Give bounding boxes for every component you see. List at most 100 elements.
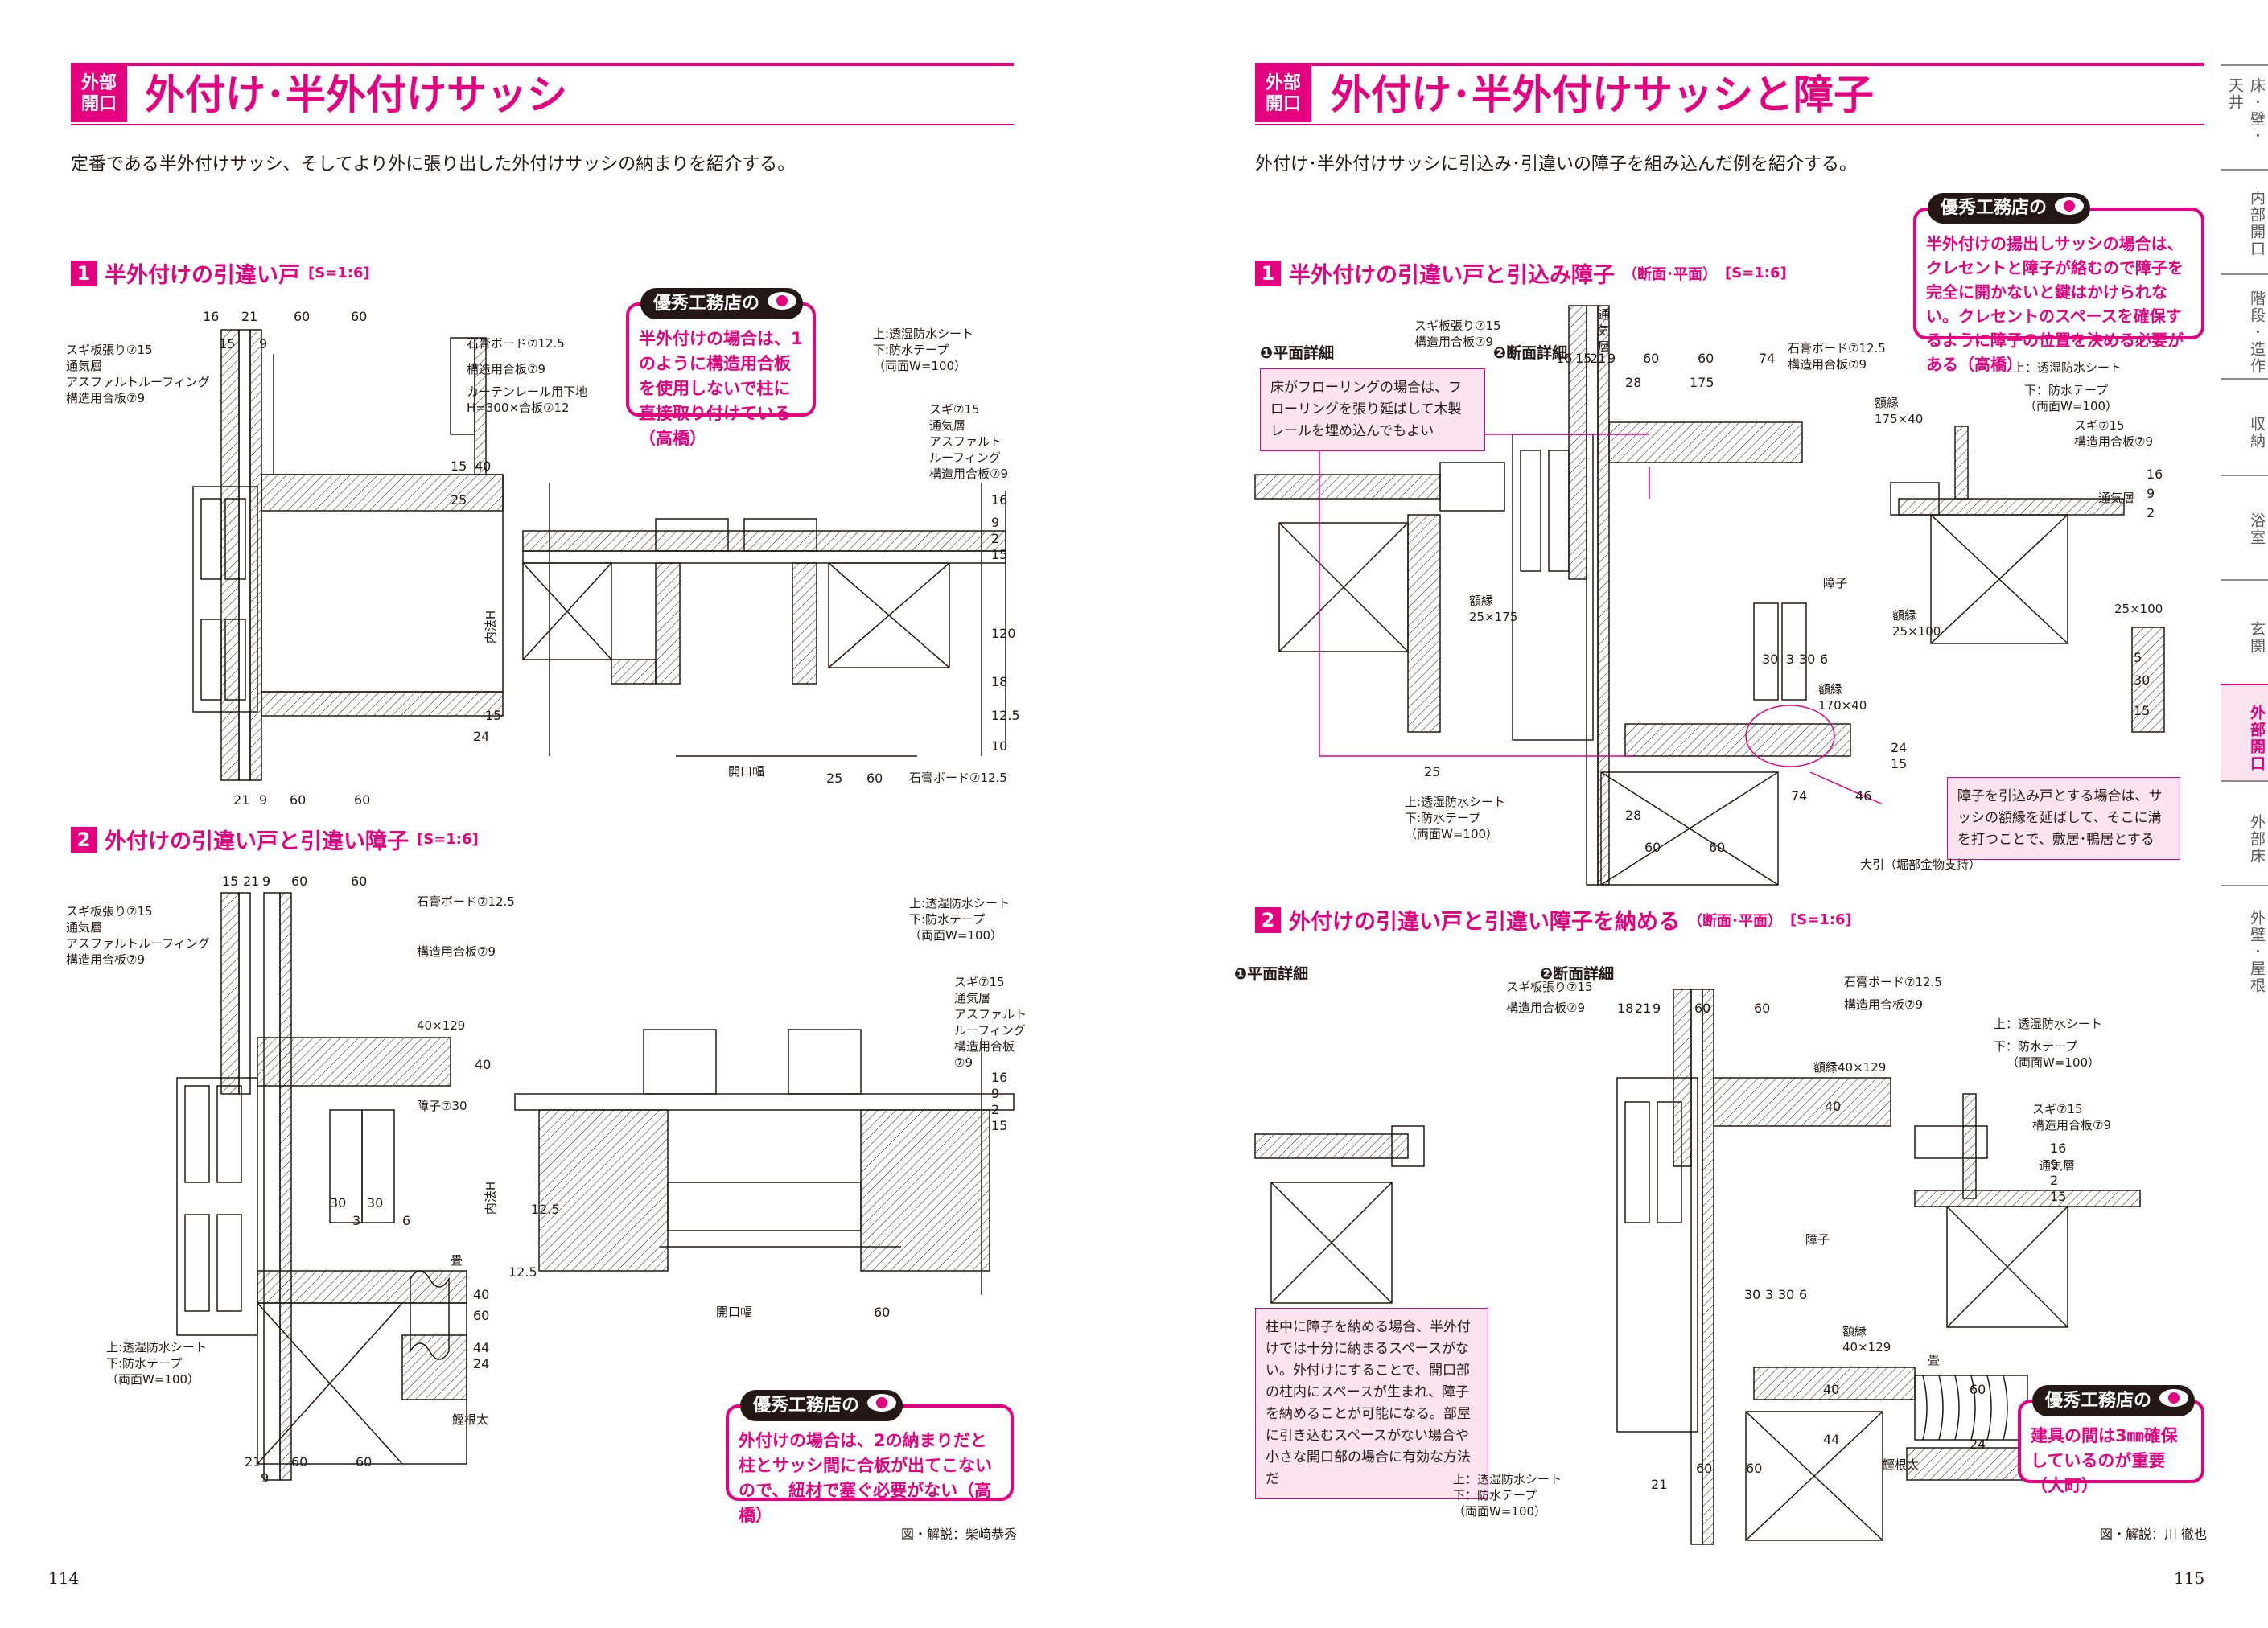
- label: 畳: [451, 1253, 463, 1268]
- tip-callout-1: 優秀工務店の 半外付けの場合は、1のように構造用合板を使用しないで柱に直接取り付…: [626, 288, 816, 448]
- dimension: 15: [1575, 351, 1592, 366]
- dimension: 28: [1625, 808, 1642, 823]
- tab-exterior-wall-roof[interactable]: 外壁･屋根: [2221, 885, 2268, 1005]
- label: 通気層: [2098, 491, 2135, 505]
- label: 畳: [1928, 1353, 1941, 1367]
- dimension: 12.5: [508, 1264, 537, 1280]
- header-rule-top: [1255, 63, 2204, 66]
- label: スギ⑦15: [929, 402, 980, 417]
- tab-stairs-fixtures[interactable]: 階段･造作: [2221, 273, 2268, 378]
- dimension: 9: [259, 336, 268, 352]
- label: 額縁: [1818, 682, 1843, 697]
- lead-text: 外付け･半外付けサッシに引込み･引違いの障子を組み込んだ例を紹介する。: [1255, 154, 1858, 175]
- tab-exterior-openings[interactable]: 外部開口: [2221, 684, 2268, 780]
- label: アスファルト: [929, 434, 1002, 449]
- label: 石膏ボード⑦12.5: [1844, 975, 1942, 989]
- dimension: 15: [485, 708, 502, 723]
- label: 下：防水テープ: [1453, 1488, 1537, 1503]
- dimension: 24: [473, 729, 490, 744]
- dimension: 30: [1762, 652, 1779, 667]
- tab-storage[interactable]: 収納: [2221, 378, 2268, 475]
- tab-exterior-floor[interactable]: 外部床: [2221, 780, 2268, 885]
- tip-callout-head: 優秀工務店の: [1928, 193, 2091, 224]
- label: 額縁: [1469, 594, 1494, 608]
- label: 構造用合板⑦9: [1506, 1001, 1585, 1015]
- dimension: 3: [352, 1213, 361, 1228]
- dimension: 9: [2147, 486, 2155, 501]
- subheading-section: ❷断面詳細: [1540, 965, 1615, 983]
- dimension: 15: [219, 336, 236, 352]
- dimension: 9: [1653, 1001, 1661, 1016]
- header-rule-bottom: [1255, 124, 2204, 125]
- eye-icon: [768, 292, 797, 310]
- section-1-drawing: [192, 329, 1006, 781]
- dimension: 30: [1799, 652, 1816, 667]
- dimension: 74: [1759, 351, 1776, 366]
- label: 上：透湿防水シート: [1453, 1472, 1562, 1486]
- tab-interior-openings[interactable]: 内部開口: [2221, 169, 2268, 265]
- label: 上：透湿防水シート: [1994, 1017, 2103, 1031]
- dimension: 30: [330, 1195, 347, 1211]
- label: 上:透湿防水シート: [909, 896, 1011, 911]
- label: ルーフィング: [929, 450, 1001, 465]
- label: スギ板張り⑦15: [1414, 319, 1501, 333]
- label: スギ板張り⑦15: [1506, 980, 1593, 994]
- label: 障子: [1805, 1232, 1830, 1247]
- eye-icon: [867, 1394, 897, 1412]
- label: 石膏ボード⑦12.5: [1788, 341, 1886, 356]
- label: 通気層: [66, 920, 103, 935]
- dimension: 175: [1690, 375, 1714, 390]
- label: スギ⑦15: [2032, 1102, 2083, 1116]
- dimension: 12.5: [531, 1202, 560, 1217]
- label: 175×40: [1875, 412, 1924, 426]
- section-number: 2: [71, 826, 97, 853]
- label: 170×40: [1818, 698, 1867, 713]
- label: 気: [1598, 323, 1611, 338]
- dimension: 60: [1696, 1461, 1713, 1476]
- label: 上:透湿防水シート: [106, 1340, 208, 1355]
- label: 構造用合板⑦9: [66, 952, 145, 967]
- dimension: 16: [2147, 467, 2163, 482]
- section-scale: [S=1:6]: [1725, 265, 1787, 282]
- label: 通気層: [66, 359, 103, 373]
- section-1-drawing: [1254, 305, 2165, 886]
- label: 通気層: [929, 418, 966, 433]
- label: アスファルトルーフィング: [66, 375, 210, 389]
- label: 障子⑦30: [417, 1099, 467, 1113]
- dimension: 16: [2050, 1141, 2067, 1156]
- label: 上:透湿防水シート: [1405, 795, 1506, 809]
- label: 石膏ボード⑦12.5: [417, 894, 515, 909]
- label: 40×129: [1842, 1340, 1891, 1355]
- dimension: 2: [2147, 505, 2155, 520]
- dimension: 15: [1891, 756, 1908, 771]
- label: 構造用合板: [954, 1039, 1015, 1054]
- dimension: 30: [367, 1195, 384, 1211]
- page-number: 114: [48, 1568, 80, 1588]
- note-box-2: 障子を引込み戸とする場合は、サッシの額縁を延ばして、そこに溝を打つことで、敷居･…: [1947, 777, 2180, 860]
- dimension: 30: [1778, 1287, 1795, 1302]
- label: 鰹根太: [452, 1412, 489, 1427]
- label: 25×175: [1469, 610, 1518, 624]
- dimension: 60: [291, 1454, 308, 1470]
- dimension: 15: [451, 458, 467, 474]
- tab-bathroom[interactable]: 浴室: [2221, 475, 2268, 571]
- label: 下：防水テープ: [1994, 1039, 2078, 1054]
- tip-callout-1: 優秀工務店の 半外付けの揚出しサッシの場合は、クレセントと障子が絡むので障子を完…: [1913, 193, 2204, 374]
- label: 構造用合板⑦9: [1844, 997, 1923, 1012]
- tab-floor-wall-ceiling[interactable]: 床･壁･天井: [2221, 64, 2268, 161]
- label: 通: [1598, 307, 1611, 322]
- label: （両面W=100）: [106, 1372, 200, 1387]
- section-subtitle: （断面･平面）: [1623, 265, 1717, 283]
- subheading-plan: ❶平面詳細: [1260, 344, 1335, 362]
- label: ルーフィング: [954, 1023, 1026, 1038]
- tab-entrance[interactable]: 玄関: [2221, 579, 2268, 684]
- dimension: 16: [203, 309, 220, 324]
- dimension: 18: [1617, 1001, 1634, 1016]
- label: 構造用合板⑦9: [929, 467, 1008, 481]
- section-scale: [S=1:6]: [417, 831, 479, 848]
- dimension: 60: [874, 1305, 891, 1320]
- label: カーテンレール用下地: [467, 384, 588, 399]
- dimension: 16: [991, 492, 1008, 508]
- dimension: 60: [1694, 1001, 1711, 1016]
- right-page: 外部 開口 外付け･半外付けサッシと障子 外付け･半外付けサッシに引込み･引違い…: [1191, 0, 2207, 1628]
